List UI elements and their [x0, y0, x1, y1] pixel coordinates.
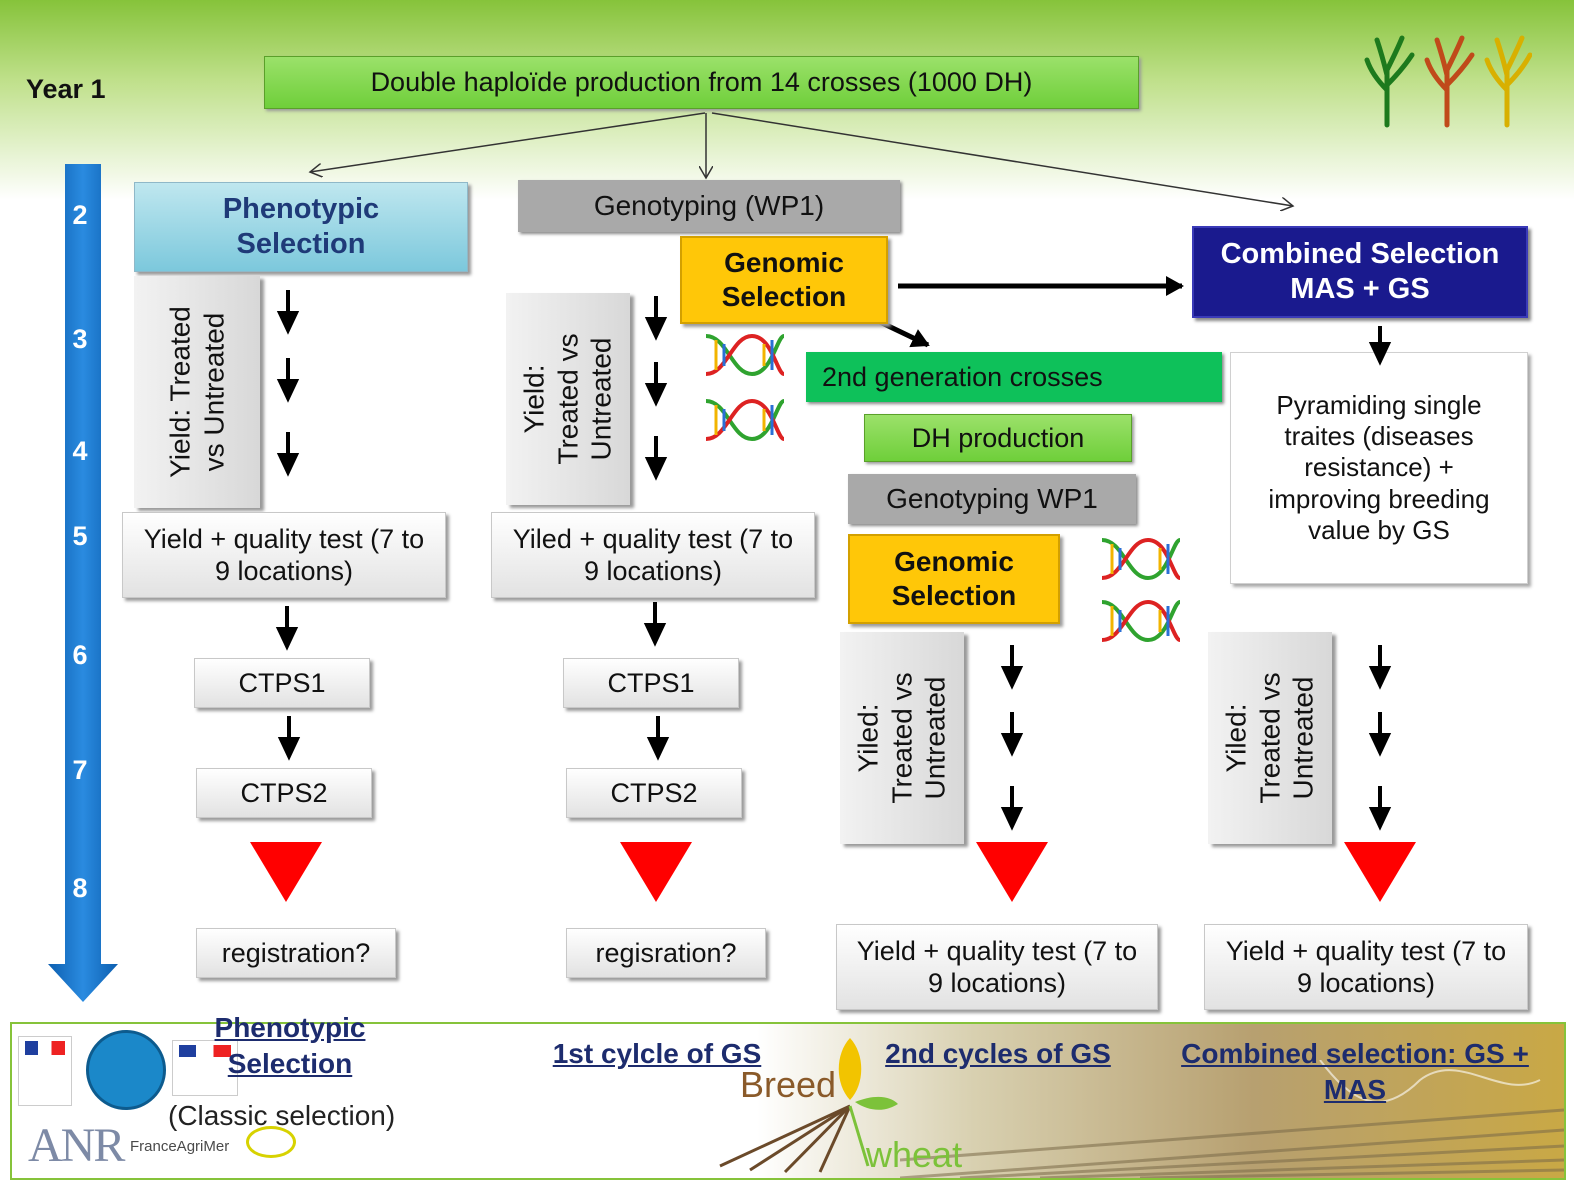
- ministry-logo: [172, 1040, 238, 1096]
- phenotypic-selection-box: Phenotypic Selection: [134, 182, 468, 272]
- timeline-year-3: 3: [72, 324, 88, 354]
- breedwheat-logo-graphic: [719, 1038, 898, 1174]
- quality-test-box-2: Yiled + quality test (7 to 9 locations): [491, 512, 815, 598]
- down-arrow: [643, 602, 667, 647]
- down-arrow: [1368, 645, 1392, 690]
- timeline-year-6: 6: [72, 640, 88, 670]
- red-triangle: [250, 842, 322, 902]
- timeline-year-2: 2: [72, 200, 88, 230]
- ctps1-box-1: CTPS1: [194, 658, 370, 708]
- anr-logo: ANR: [28, 1119, 125, 1172]
- ctps2-box-1: CTPS2: [196, 768, 372, 818]
- timeline-year-4: 4: [72, 436, 88, 466]
- ctps2-box-2: CTPS2: [566, 768, 742, 818]
- down-arrow: [275, 606, 299, 651]
- ctps1-box-2: CTPS1: [563, 658, 739, 708]
- down-arrow: [644, 436, 668, 481]
- yield-treated-vertical-box-1: Yield: Treated vs Untreated: [134, 276, 260, 508]
- timeline-year-8: 8: [72, 873, 88, 903]
- genotyping-wp1-box: Genotyping (WP1): [518, 180, 900, 232]
- field-furrows: [900, 1060, 1564, 1178]
- down-arrow: [276, 358, 300, 403]
- genomic-selection-box-1: Genomic Selection: [680, 236, 888, 324]
- investissements-avenir-logo: [86, 1030, 166, 1110]
- down-arrow: [276, 290, 300, 335]
- down-arrow: [1000, 712, 1024, 757]
- down-arrow: [1000, 786, 1024, 831]
- footer-second-cycles-gs: 2nd cycles of GS: [885, 1038, 1111, 1069]
- dh-production-top-box: Double haploïde production from 14 cross…: [264, 56, 1139, 109]
- dna-icon: [705, 398, 785, 442]
- footer-classic-selection: (Classic selection): [168, 1100, 396, 1131]
- yield-treated-vertical-box-3: Yiled: Treated vs Untreated: [840, 632, 964, 844]
- red-triangle: [1344, 842, 1416, 902]
- down-arrow: [644, 362, 668, 407]
- franceagrimer-logo: FranceAgriMer: [130, 1138, 230, 1155]
- registration-box-2: regisration?: [566, 928, 766, 978]
- footer-phenotypic-selection: Phenotypic Selection: [214, 1012, 366, 1080]
- arvalis-logo: [246, 1126, 296, 1158]
- yield-treated-vertical-box-2: Yield: Treated vs Untreated: [506, 293, 630, 505]
- down-arrow: [1368, 786, 1392, 831]
- down-arrow: [277, 716, 301, 761]
- dh-production-box: DH production: [864, 414, 1132, 462]
- down-arrow: [1368, 712, 1392, 757]
- wheat-plants-icon: [1364, 35, 1532, 128]
- quality-test-box-3: Yield + quality test (7 to 9 locations): [836, 924, 1158, 1010]
- down-arrow: [276, 432, 300, 477]
- timeline-year-7: 7: [72, 755, 88, 785]
- breedwheat-logo-breed: Breed: [740, 1064, 837, 1105]
- yield-treated-vertical-box-4: Yiled: Treated vs Untreated: [1208, 632, 1332, 844]
- combined-selection-box: Combined Selection MAS + GS: [1192, 226, 1528, 318]
- quality-test-box-4: Yield + quality test (7 to 9 locations): [1204, 924, 1528, 1010]
- genomic-selection-box-2: Genomic Selection: [848, 534, 1060, 624]
- red-triangle: [620, 842, 692, 902]
- republique-francaise-logo: [18, 1036, 72, 1106]
- dna-icon: [1101, 599, 1181, 643]
- timeline-arrow: [48, 164, 118, 1002]
- down-arrow: [644, 296, 668, 341]
- footer-combined-selection: Combined selection: GS + MAS: [1181, 1038, 1529, 1106]
- pyramiding-box: Pyramiding single traites (diseases resi…: [1230, 352, 1528, 584]
- genotyping-wp1-box-2: Genotyping WP1: [848, 474, 1136, 524]
- breedwheat-logo-wheat: wheat: [866, 1134, 963, 1175]
- dna-icon: [705, 333, 785, 377]
- timeline-year-5: 5: [72, 521, 88, 551]
- second-generation-crosses-box: 2nd generation crosses: [806, 352, 1222, 402]
- registration-box-1: registration?: [196, 928, 396, 978]
- red-triangle: [976, 842, 1048, 902]
- down-arrow: [1368, 326, 1392, 366]
- footer-first-cycle-gs: 1st cylcle of GS: [552, 1038, 762, 1069]
- dna-icon: [1101, 537, 1181, 581]
- down-arrow: [1000, 645, 1024, 690]
- down-arrow: [646, 716, 670, 761]
- year1-label: Year 1: [26, 74, 106, 104]
- quality-test-box-1: Yield + quality test (7 to 9 locations): [122, 512, 446, 598]
